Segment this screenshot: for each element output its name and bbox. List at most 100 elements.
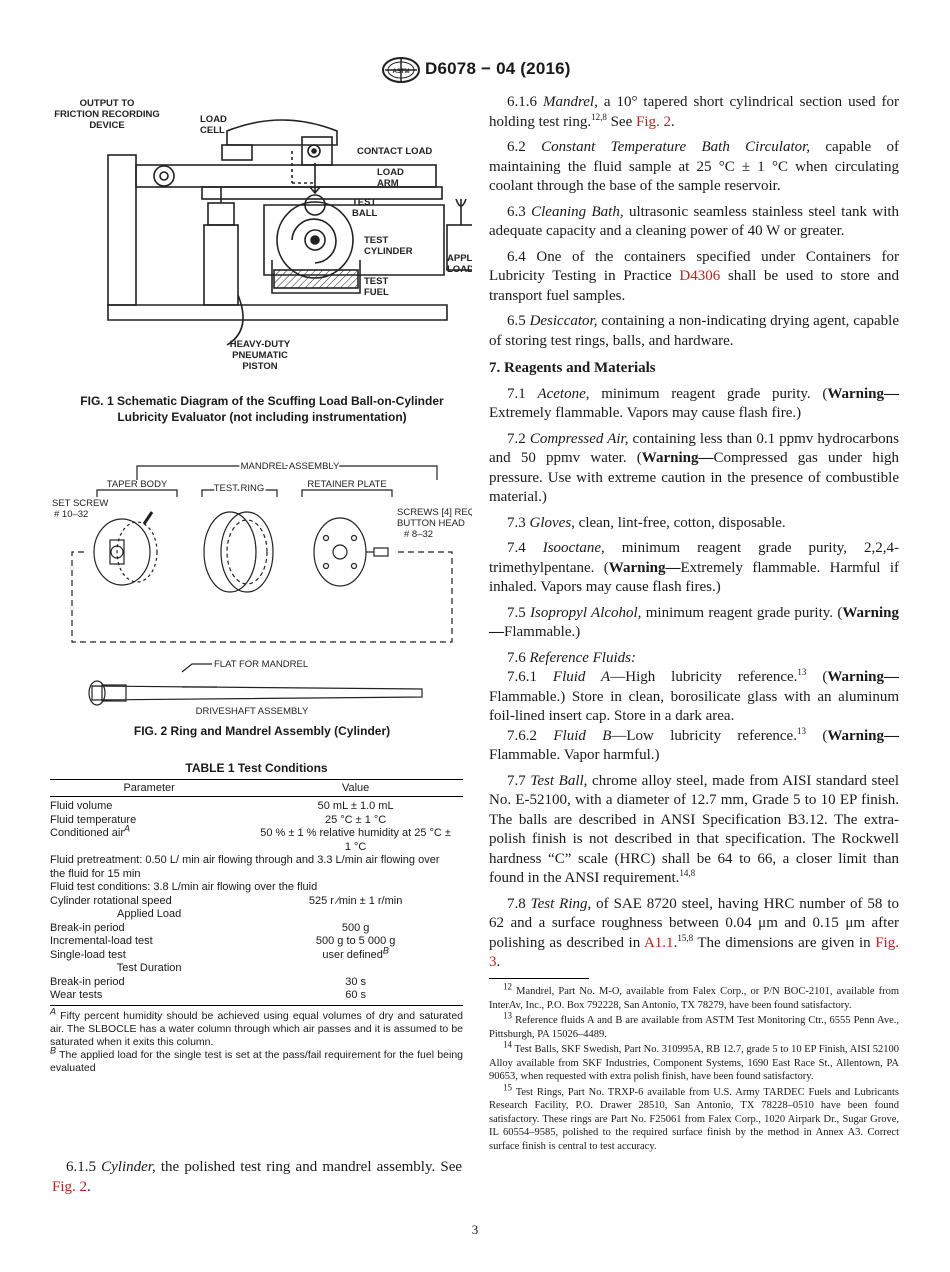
section-heading-7: 7. Reagents and Materials bbox=[489, 360, 656, 376]
section-term: Test Ring, bbox=[530, 895, 592, 912]
table-row: Fluid volume 50 mL ± 1.0 mL bbox=[50, 797, 463, 814]
table1-notes: A Fifty percent humidity should be achie… bbox=[50, 1007, 463, 1075]
label-load-cell-1: LOAD bbox=[200, 114, 227, 125]
section-term: Constant Temperature Bath Circulator, bbox=[541, 139, 811, 155]
footnote-14: 14 Test Balls, SKF Swedish, Part No. 310… bbox=[489, 1039, 900, 1084]
page-number: 3 bbox=[471, 1222, 479, 1237]
value-line1: 50 % ± 1 % relative humidity at 25 °C ± bbox=[260, 827, 451, 839]
section-text: —Low lubricity reference. bbox=[611, 727, 797, 744]
table-cell-value: 50 % ± 1 % relative humidity at 25 °C ±1… bbox=[248, 827, 463, 854]
table-cell-value: 525 r ⁄min ± 1 r/min bbox=[308, 894, 403, 907]
warning-label: Warning— bbox=[641, 450, 714, 466]
table-row: Fluid test conditions: 3.8 L/min air flo… bbox=[50, 881, 463, 895]
section-term: Isopropyl Alcohol, bbox=[530, 604, 642, 621]
table-row: Break-in period 30 s bbox=[50, 976, 463, 990]
section-number: 7.6.1 bbox=[507, 669, 537, 685]
value-text: user defined bbox=[322, 948, 383, 961]
label-contact-load: CONTACT LOAD bbox=[357, 146, 432, 157]
section-text: of SAE 8720 steel, having HRC number of … bbox=[489, 895, 899, 951]
section-term: Gloves, bbox=[529, 514, 575, 531]
section-text: Compressed gas under high pressure. Use … bbox=[489, 450, 899, 505]
fig3-link[interactable]: Fig. 3 bbox=[489, 934, 899, 971]
label-test-ball-1: TEST bbox=[352, 197, 376, 208]
table-subheader-applied-load: Applied Load bbox=[117, 908, 182, 920]
footnote-12: 12 Mandrel, Part No. M-O, available from… bbox=[489, 982, 899, 1012]
section-end: . bbox=[671, 113, 675, 130]
note-text: The applied load for the single test is … bbox=[50, 1048, 463, 1074]
table-cell-value: 500 g to 5 000 g bbox=[315, 935, 396, 947]
table-cell-param: Fluid volume bbox=[50, 800, 113, 812]
astm-logo: ASTM bbox=[382, 57, 420, 83]
section-text: Flammable. Vapor harmful.) bbox=[489, 747, 660, 763]
footnote-mark: 15 bbox=[503, 1082, 512, 1092]
table-cell-value: 50 mL ± 1.0 mL bbox=[317, 800, 394, 812]
table-cell-param: Cylinder rotational speed bbox=[50, 894, 172, 907]
footnote-text: Test Rings, Part No. TRXP-6 available fr… bbox=[489, 1086, 899, 1152]
section-text: capable of maintaining the fluid sample … bbox=[489, 139, 900, 194]
table-cell-param: Break-in period bbox=[50, 975, 125, 988]
footnote-mark: B bbox=[382, 944, 389, 955]
section-text: Extremely flammable. Vapors may cause fl… bbox=[489, 405, 802, 421]
para-6-5: 6.5 Desiccator, containing a non-indicat… bbox=[489, 312, 899, 351]
label-output-2: FRICTION RECORDING bbox=[54, 109, 160, 120]
label-load-arm-1: LOAD bbox=[377, 167, 404, 178]
warning-label: Warning— bbox=[827, 727, 899, 744]
table-cell-value: 25 °C ± 1 °C bbox=[324, 813, 387, 826]
footnote-mark: B bbox=[50, 1045, 57, 1055]
footnote-text: Test Balls, SKF Swedish, Part No. 310995… bbox=[489, 1044, 900, 1082]
a1-1-link[interactable]: A1.1 bbox=[643, 934, 674, 951]
section-text: the polished test ring and mandrel assem… bbox=[160, 1159, 463, 1175]
fig2-link[interactable]: Fig. 2 bbox=[52, 1179, 88, 1195]
footnote-ref: 14,8 bbox=[679, 868, 696, 878]
label-output-1: OUTPUT TO bbox=[80, 98, 135, 109]
footnote-mark: A bbox=[124, 823, 131, 834]
table-cell-test-conditions: Fluid test conditions: 3.8 L/min air flo… bbox=[50, 881, 318, 893]
table-cell-value: 60 s bbox=[248, 989, 463, 1006]
para-7-5: 7.5 Isopropyl Alcohol, minimum reagent g… bbox=[489, 604, 899, 643]
label-set-screw-1: SET SCREW bbox=[52, 498, 108, 509]
section-text: shall be used to store and transport fue… bbox=[489, 268, 900, 304]
label-driveshaft: DRIVESHAFT ASSEMBLY bbox=[196, 706, 309, 717]
section-6-1-5: 6.1.5 Cylinder, the polished test ring a… bbox=[52, 1157, 462, 1197]
section-text: ultrasonic seamless stainless steel tank… bbox=[489, 203, 900, 240]
para-7-1: 7.1 Acetone, minimum reagent grade purit… bbox=[489, 385, 899, 424]
footnote-divider bbox=[489, 978, 589, 979]
table-row: Fluid pretreatment: 0.50 L/ min air flow… bbox=[50, 854, 463, 881]
section-text: Flammable.) bbox=[504, 624, 581, 640]
label-applied-load-1: APPLIED bbox=[447, 253, 472, 264]
para-7-8: 7.8 Test Ring, of SAE 8720 steel, having… bbox=[489, 895, 899, 971]
para-6-1-6: 6.1.6 Mandrel, a 10° tapered short cylin… bbox=[489, 93, 899, 132]
section-text: The dimensions are given in bbox=[697, 934, 871, 951]
table-row: Single-load test user definedB bbox=[50, 945, 463, 963]
para-7-3: 7.3 Gloves, clean, lint-free, cotton, di… bbox=[489, 514, 899, 534]
footnotes: 12 Mandrel, Part No. M-O, available from… bbox=[489, 982, 900, 1155]
label-test-fuel-1: TEST bbox=[364, 276, 388, 287]
table-row: Test Duration bbox=[50, 962, 463, 976]
footnote-13: 13 Reference fluids A and B are availabl… bbox=[489, 1010, 899, 1041]
table-cell-param: Single-load test bbox=[50, 948, 126, 961]
warning-label: Warning— bbox=[827, 669, 900, 685]
section-number: 6.5 bbox=[507, 313, 526, 329]
value-line2: 1 °C bbox=[344, 840, 367, 853]
section-text: minimum reagent grade purity. ( bbox=[601, 385, 828, 402]
table-header-value: Value bbox=[248, 779, 463, 797]
fig2-link[interactable]: Fig. 2 bbox=[636, 113, 672, 130]
label-test-ring: TEST RING bbox=[214, 483, 265, 494]
footnote-mark: 14 bbox=[503, 1039, 512, 1050]
section-text: containing a non-indicating drying agent… bbox=[489, 313, 899, 349]
label-test-fuel-2: FUEL bbox=[364, 287, 389, 298]
section-number: 6.2 bbox=[507, 139, 526, 155]
section-term: Cylinder, bbox=[101, 1159, 156, 1175]
footnote-mark: 13 bbox=[503, 1010, 512, 1021]
table-row: Incremental-load test 500 g to 5 000 g bbox=[50, 935, 463, 949]
table-row: Break-in period 500 g bbox=[50, 922, 463, 936]
d4306-link[interactable]: D4306 bbox=[679, 268, 721, 284]
section-number: 7.6 bbox=[507, 649, 526, 666]
section-number: 6.1.5 bbox=[66, 1159, 96, 1175]
table-cell-param: Break-in period bbox=[50, 921, 125, 934]
table-cell-pretreatment: Fluid pretreatment: 0.50 L/ min air flow… bbox=[50, 854, 440, 880]
section-end: . bbox=[496, 954, 501, 970]
warning-label: Warning— bbox=[489, 604, 900, 641]
section-text: ( bbox=[822, 727, 828, 744]
section-term: Acetone, bbox=[537, 385, 590, 402]
